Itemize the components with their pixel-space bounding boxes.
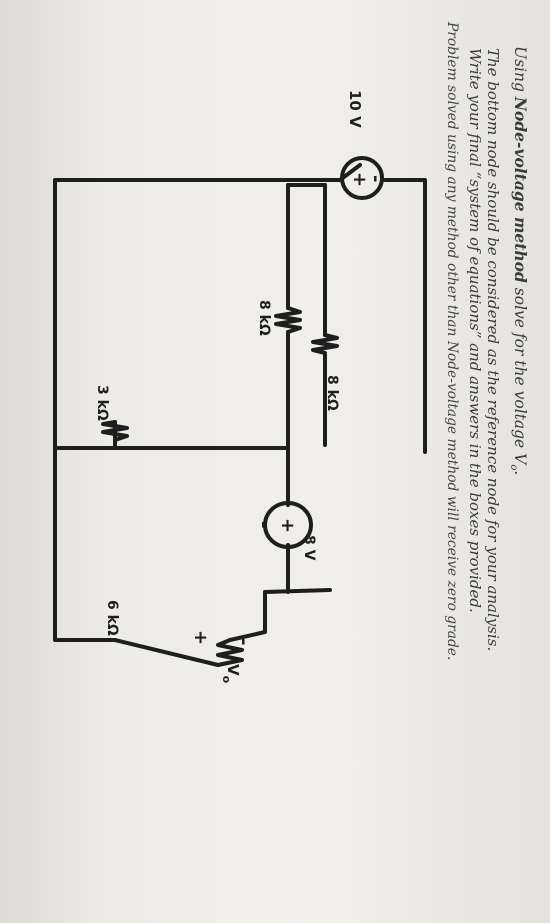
wire-top: [383, 178, 427, 454]
resistor-6k: [113, 638, 244, 667]
voltage-source-10v: [340, 156, 384, 200]
label-vo-v: V: [224, 664, 242, 676]
minus-vo: -: [233, 638, 254, 645]
label-8k-left: 8 kΩ: [256, 300, 272, 336]
wire-left: [53, 163, 362, 182]
wire-node-b-down: [113, 420, 290, 450]
resistor-8k-left: [274, 306, 302, 334]
label-8v: 8 V: [301, 535, 317, 561]
label-vo-sub: o: [220, 676, 233, 684]
minus-8v: -: [253, 521, 274, 528]
wire-right-to-6k: [228, 590, 267, 642]
resistor-8k-top: [311, 333, 339, 357]
label-8k-top: 8 kΩ: [324, 375, 340, 411]
wire-right-vertical: [263, 588, 332, 594]
plus-10v: +: [349, 172, 370, 187]
minus-10v: -: [365, 175, 386, 182]
voltage-source-8v: [263, 501, 313, 549]
label-3k: 3 kΩ: [94, 385, 110, 421]
plus-vo: +: [190, 630, 211, 645]
label-6k: 6 kΩ: [104, 600, 120, 636]
label-10v: 10 V: [346, 90, 364, 128]
plus-8v: +: [277, 518, 298, 533]
resistor-3k: [101, 420, 129, 442]
wire-bottom: [53, 178, 117, 642]
label-vo: Vo: [220, 664, 242, 684]
